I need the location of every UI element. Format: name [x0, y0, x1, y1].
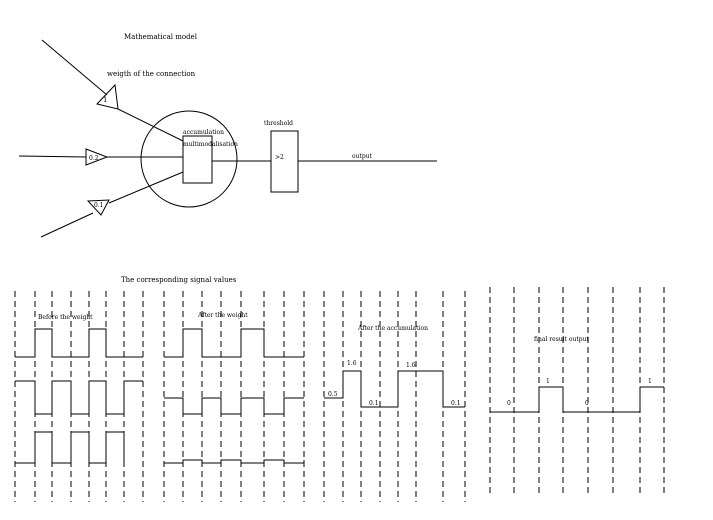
multimodalisation-label: multimodalisation: [183, 141, 238, 148]
output-value-2: 1: [546, 378, 550, 385]
accumulated-signal: [324, 370, 465, 408]
weighted-signal-1: [164, 328, 304, 358]
weight-value-1: 1: [103, 96, 107, 104]
threshold-label: threshold: [264, 120, 293, 127]
weighted-line-1: [117, 108, 184, 142]
accumulation-value-3: 0.1: [369, 400, 379, 407]
before-weight-label: Before the weight: [38, 314, 93, 321]
after-accumulation-label: After the accumulation: [357, 325, 428, 332]
accumulation-value-5: 0.1: [451, 400, 461, 407]
accumulation-value-1: 0.5: [328, 391, 338, 398]
input-signal-2: [15, 380, 143, 415]
model-title: Mathematical model: [124, 33, 198, 41]
signals-title: The corresponding signal values: [121, 276, 237, 284]
output-label: output: [352, 153, 373, 160]
output-value-1: 0: [507, 400, 511, 407]
accumulation-value-2: 1.6: [347, 360, 357, 367]
threshold-box: [270, 130, 299, 193]
time-grid-final-output: [489, 287, 665, 493]
input-signal-1: [15, 328, 143, 358]
after-weight-label: After the weight: [197, 312, 248, 319]
time-grid-after-weight: [163, 291, 305, 502]
weight-triangle-2: [85, 148, 109, 166]
threshold-value: >2: [275, 154, 284, 161]
output-signal: [490, 386, 664, 413]
weight-triangle-1: [96, 83, 119, 110]
weighted-line-3: [108, 171, 184, 204]
input-line-3: [40, 212, 94, 238]
weighted-signal-2: [164, 397, 304, 415]
neuron-circle: [140, 110, 238, 208]
output-value-4: 1: [648, 378, 652, 385]
input-line-2: [18, 155, 87, 158]
accumulation-value-4: 1.6: [406, 362, 416, 369]
accumulation-label: accumulation: [183, 129, 224, 136]
weight-value-3: 0.1: [94, 202, 104, 209]
weight-caption: weigth of the connection: [107, 70, 196, 78]
weight-value-2: 0.2: [89, 155, 99, 162]
input-signal-3: [15, 431, 125, 464]
weighted-signal-3: [164, 459, 305, 464]
time-grid-after-accumulation: [323, 291, 466, 502]
final-output-label: final result output: [534, 336, 589, 343]
accumulator-box: [182, 135, 213, 184]
input-line-1: [41, 39, 108, 96]
weight-triangle-3: [86, 199, 110, 216]
output-value-3: 0: [585, 400, 589, 407]
